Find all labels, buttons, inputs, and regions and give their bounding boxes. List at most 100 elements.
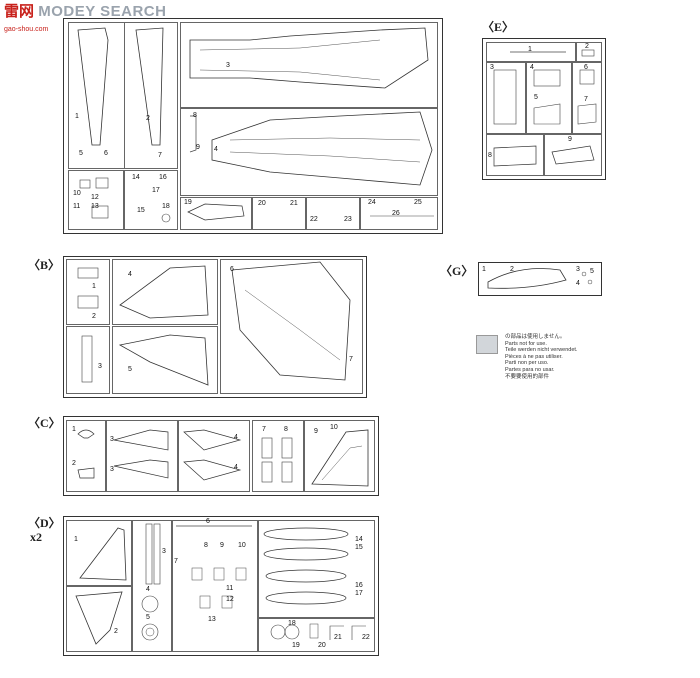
part-c4-shape — [183, 429, 242, 451]
sprue-a-cell-small2 — [124, 170, 178, 230]
part-e9-label: 9 — [568, 136, 572, 143]
part-a24-label: 24 — [368, 199, 376, 206]
sprue-a-cell-nose — [68, 22, 125, 169]
sprue-b-label: 〈B〉 — [28, 258, 61, 272]
sprue-a-cell-22-23 — [306, 197, 360, 230]
part-c1-shape — [77, 429, 95, 439]
sprue-a-cell-24-26 — [360, 197, 438, 230]
part-d8-label: 8 — [204, 542, 208, 549]
part-c2-label: 2 — [72, 460, 76, 467]
part-d14-label: 14 — [355, 536, 363, 543]
part-d1-label: 1 — [74, 536, 78, 543]
part-g4-label: 4 — [576, 280, 580, 287]
sprue-b-cell-4 — [112, 259, 218, 325]
part-c1-label: 1 — [72, 426, 76, 433]
part-e8-shape — [493, 145, 537, 167]
part-a4-label: 4 — [214, 146, 218, 153]
part-b6-label: 6 — [230, 266, 234, 273]
part-a17-label: 17 — [152, 187, 160, 194]
part-d18-label: 18 — [288, 620, 296, 627]
part-b4-label: 4 — [128, 271, 132, 278]
part-a15-label: 15 — [137, 207, 145, 214]
legend-text: の部品は使用しません。 Parts not for use. Teile wer… — [505, 334, 577, 380]
sprue-a-cell-mid — [180, 108, 438, 196]
part-a19-shape — [187, 203, 245, 221]
sprue-g-frame — [478, 262, 602, 296]
part-d3-label: 3 — [162, 548, 166, 555]
part-b7-label: 7 — [349, 356, 353, 363]
part-a6-label: 6 — [104, 150, 108, 157]
part-e5-label: 5 — [534, 94, 538, 101]
part-d2-shape — [75, 591, 123, 645]
part-c9-label: 9 — [314, 428, 318, 435]
part-d14-shape — [263, 527, 349, 541]
legend-line-jp: の部品は使用しません。 — [505, 334, 566, 340]
part-b5-shape — [118, 334, 209, 386]
sprue-c-cell-7-8 — [252, 420, 304, 492]
legend-line-fr: Pièces à ne pas utiliser. — [505, 353, 563, 360]
part-d4-label: 4 — [146, 586, 150, 593]
part-a23-label: 23 — [344, 216, 352, 223]
part-d12-label: 12 — [226, 596, 234, 603]
part-g3-label: 3 — [576, 266, 580, 273]
part-c4b-label: 4 — [234, 464, 238, 471]
part-a3-shape — [189, 27, 429, 89]
sprue-g-label: 〈G〉 — [440, 264, 474, 278]
part-d15-label: 15 — [355, 544, 363, 551]
sprue-e-cell-2 — [576, 42, 602, 62]
part-d2-label: 2 — [114, 628, 118, 635]
part-b3-label: 3 — [98, 363, 102, 370]
sprue-b-cell-6-7 — [220, 259, 363, 394]
part-a12-label: 12 — [91, 194, 99, 201]
part-g1-label: 1 — [482, 266, 486, 273]
part-a26-label: 26 — [392, 210, 400, 217]
sprue-c-label: 〈C〉 — [28, 416, 61, 430]
sprue-d-cell-14-17 — [258, 520, 375, 618]
part-c10-shape — [311, 429, 369, 487]
part-c3b-label: 3 — [110, 466, 114, 473]
part-a22-label: 22 — [310, 216, 318, 223]
part-c10-label: 10 — [330, 424, 338, 431]
part-b2-label: 2 — [92, 313, 96, 320]
sprue-b-cell-3 — [66, 326, 110, 394]
part-c3-shape — [113, 429, 169, 451]
part-a21-label: 21 — [290, 200, 298, 207]
sprue-a-cell-top — [180, 22, 438, 108]
part-a2-shape — [135, 27, 164, 146]
part-d17-label: 17 — [355, 590, 363, 597]
legend-line-de: Teile werden nicht verwendet. — [505, 347, 578, 354]
part-a5-label: 5 — [79, 150, 83, 157]
part-b4-shape — [119, 265, 209, 319]
sprue-d-cell-6-13 — [172, 520, 258, 652]
sprue-a-cell-20-21 — [252, 197, 306, 230]
part-b6-shape — [231, 261, 351, 381]
part-d1-shape — [79, 527, 127, 581]
sprue-d-label: 〈D〉 — [28, 516, 61, 530]
part-d5-label: 5 — [146, 614, 150, 621]
part-d16-label: 16 — [355, 582, 363, 589]
part-a8-label: 8 — [193, 112, 197, 119]
part-a18-label: 18 — [162, 203, 170, 210]
part-d20-label: 20 — [318, 642, 326, 649]
part-a11-label: 11 — [73, 203, 81, 210]
part-a13-label: 13 — [91, 203, 99, 210]
part-a20-label: 20 — [258, 200, 266, 207]
part-g-canopy-shape — [487, 268, 567, 289]
part-c7-label: 7 — [262, 426, 266, 433]
part-b5-label: 5 — [128, 366, 132, 373]
part-a9-label: 9 — [196, 144, 200, 151]
part-a1-shape — [77, 27, 109, 146]
part-e8-label: 8 — [488, 152, 492, 159]
watermark-logo: 雷网 MODEY SEARCH gao-shou.com — [4, 4, 166, 33]
part-g2-label: 2 — [510, 266, 514, 273]
part-e9-shape — [551, 145, 595, 165]
part-d22-label: 22 — [362, 634, 370, 641]
part-e3-label: 3 — [490, 64, 494, 71]
part-a2-label: 2 — [146, 115, 150, 122]
part-a19-label: 19 — [184, 199, 192, 206]
part-e6-label: 6 — [584, 64, 588, 71]
